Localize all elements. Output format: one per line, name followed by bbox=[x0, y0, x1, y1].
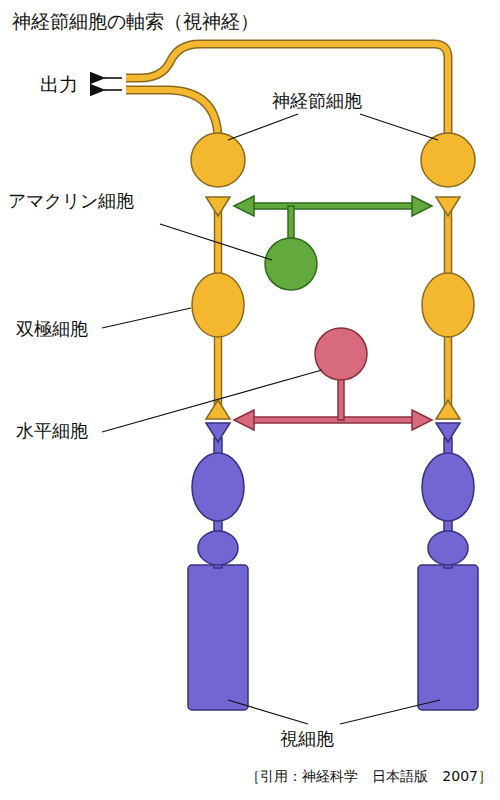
horizontal-label: 水平細胞 bbox=[16, 420, 88, 442]
horizontal-cell bbox=[234, 328, 432, 430]
bipolar-label: 双極細胞 bbox=[16, 318, 88, 340]
output-arrows bbox=[104, 78, 122, 90]
leader-lines bbox=[102, 114, 440, 724]
photoreceptor-label: 視細胞 bbox=[280, 728, 334, 750]
ganglion-label: 神経節細胞 bbox=[272, 90, 362, 112]
axon-label: 神経節細胞の軸索（視神経） bbox=[12, 10, 259, 33]
output-label: 出力 bbox=[40, 73, 78, 96]
amacrine-cell bbox=[234, 196, 432, 290]
amacrine-label: アマクリン細胞 bbox=[8, 190, 134, 212]
citation-caption: ［引用：神経科学 日本語版 2007］ bbox=[246, 768, 492, 786]
